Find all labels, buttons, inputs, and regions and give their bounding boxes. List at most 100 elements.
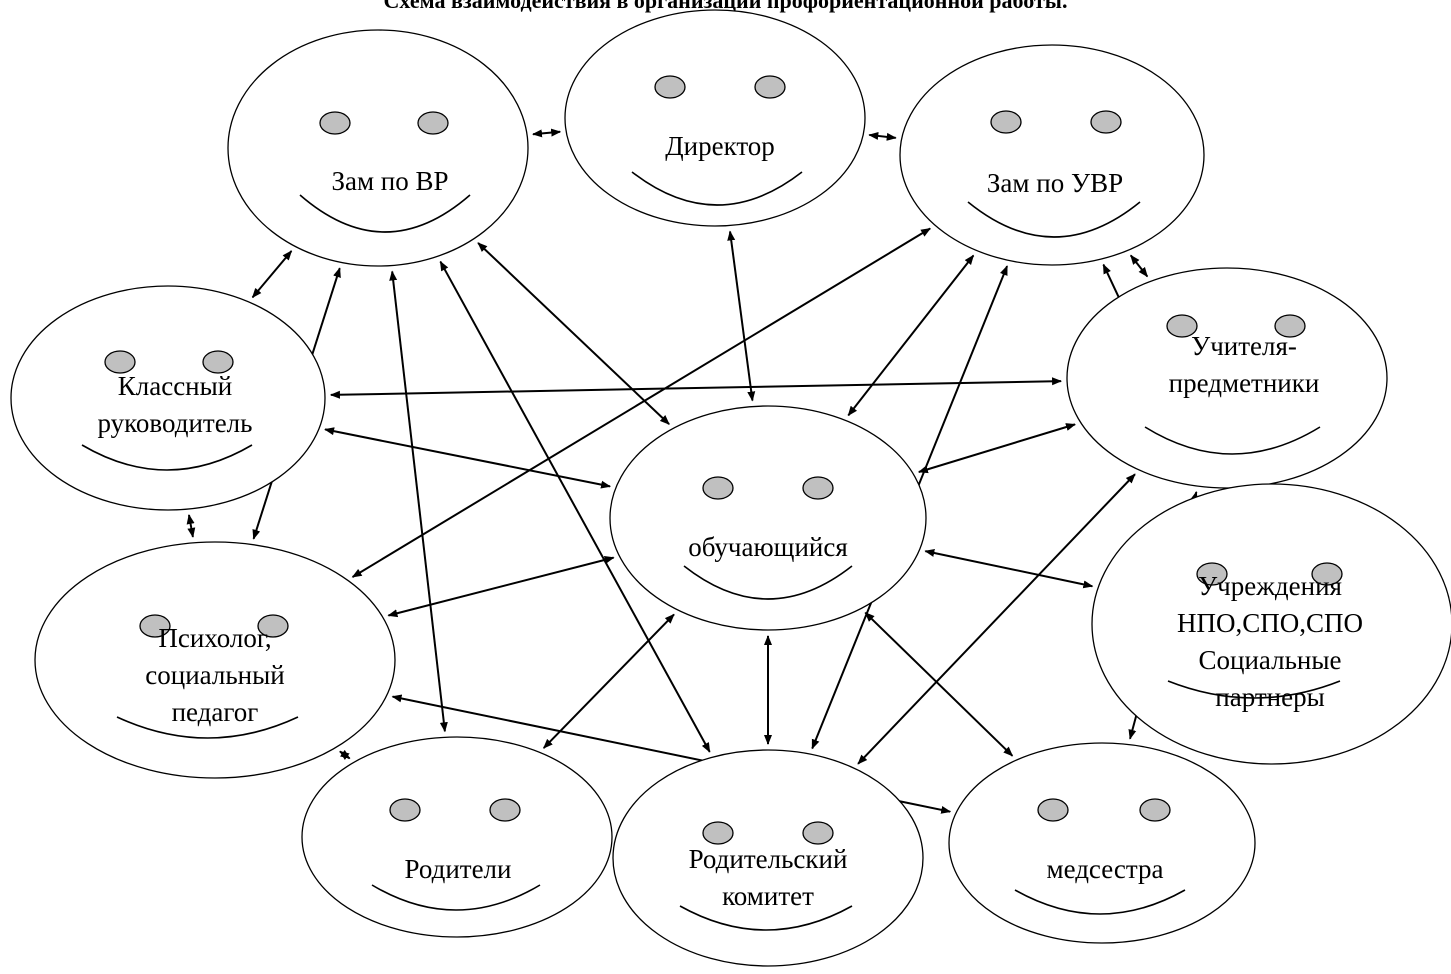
left-eye-icon (104, 350, 136, 374)
face-circle (609, 405, 927, 631)
face-circle (10, 285, 326, 511)
arrow-zam_uvr-student (847, 254, 975, 417)
left-eye-icon (654, 75, 686, 99)
smile-icon (1014, 889, 1186, 915)
node-label-line: Родительский (689, 844, 848, 874)
node-label-line: социальный (145, 660, 284, 690)
face-circle (948, 742, 1256, 944)
node-label-line: Родители (405, 854, 512, 884)
node-medsestra: медсестра (948, 742, 1256, 944)
smile-icon (967, 201, 1141, 238)
node-label: Учителя-предметники (1169, 331, 1320, 398)
node-label-line: предметники (1169, 368, 1320, 398)
face-circle (34, 541, 396, 779)
arrow-uchitelya-student (917, 423, 1076, 474)
right-eye-icon (1311, 562, 1343, 586)
left-eye-icon (1037, 798, 1069, 822)
node-label: Родители (405, 854, 512, 884)
node-label-line: педагог (172, 697, 259, 727)
smile-icon (116, 716, 299, 739)
arrow-student-roditeli (542, 613, 675, 749)
node-label-line: медсестра (1046, 854, 1163, 884)
node-uchitelya: Учителя-предметники (1066, 267, 1388, 489)
right-eye-icon (802, 821, 834, 845)
arrow-zam_uvr-uchitelya (1129, 254, 1149, 278)
smile-icon (631, 171, 803, 206)
face-circle (899, 44, 1205, 266)
node-label-line: Классный (118, 371, 232, 401)
face-circle (227, 29, 529, 267)
node-label-line: Учителя- (1191, 331, 1297, 361)
face-circle (1091, 483, 1451, 765)
arrow-director-student (727, 230, 756, 402)
smile-icon (81, 444, 253, 471)
node-director: Директор (564, 9, 866, 227)
node-label-line: Учреждения (1198, 571, 1342, 601)
left-eye-icon (139, 614, 171, 638)
arrow-student-medsestra (864, 611, 1014, 757)
left-eye-icon (389, 798, 421, 822)
node-label-line: руководитель (98, 408, 253, 438)
right-eye-icon (417, 111, 449, 135)
smile-icon (679, 905, 853, 931)
right-eye-icon (1274, 314, 1306, 338)
arrow-klass-uchitelya (329, 377, 1063, 399)
arrow-zam_vr-klass (251, 250, 293, 299)
node-komitet: Родительский комитет (612, 749, 924, 967)
arrow-klass-student (324, 427, 612, 489)
left-eye-icon (702, 476, 734, 500)
arrow-director-zam_uvr (868, 131, 897, 141)
left-eye-icon (990, 110, 1022, 134)
left-eye-icon (1166, 314, 1198, 338)
node-label-line: НПО,СПО,СПО (1177, 608, 1363, 638)
smile-icon (299, 194, 471, 233)
right-eye-icon (1090, 110, 1122, 134)
node-label-line: Зам по УВР (987, 168, 1123, 198)
face-circle (301, 736, 613, 938)
node-label: медсестра (1046, 854, 1163, 884)
node-label: Зам по УВР (987, 168, 1123, 198)
node-label-line: обучающийся (688, 532, 848, 562)
node-label: обучающийся (688, 532, 848, 562)
right-eye-icon (1139, 798, 1171, 822)
arrow-student-uchrezhdeniya (924, 549, 1094, 589)
right-eye-icon (202, 350, 234, 374)
node-klass: Классный руководитель (10, 285, 326, 511)
node-label: Директор (665, 131, 775, 161)
left-eye-icon (319, 111, 351, 135)
arrow-student-psiholog (387, 556, 615, 618)
node-label-line: Директор (665, 131, 775, 161)
smile-icon (1167, 680, 1341, 699)
right-eye-icon (489, 798, 521, 822)
left-eye-icon (1196, 562, 1228, 586)
node-label-line: комитет (722, 881, 814, 911)
node-student: обучающийся (609, 405, 927, 631)
node-label: Классный руководитель (98, 371, 253, 438)
arrow-klass-psiholog (186, 514, 196, 538)
arrow-psiholog-roditeli (339, 749, 351, 760)
right-eye-icon (257, 614, 289, 638)
node-label: Психолог, социальный педагог (145, 623, 284, 727)
diagram-title: Схема взаимодействия в организации профо… (383, 0, 1068, 13)
node-label-line: Зам по ВР (331, 166, 448, 196)
node-label-line: Социальные (1199, 645, 1342, 675)
left-eye-icon (702, 821, 734, 845)
node-zam_vr: Зам по ВР (227, 29, 529, 267)
arrow-zam_vr-student (477, 242, 670, 425)
node-psiholog: Психолог, социальный педагог (34, 541, 396, 779)
node-label: Зам по ВР (331, 166, 448, 196)
arrow-zam_vr-director (532, 128, 562, 138)
arrow-zam_vr-roditeli (389, 270, 448, 733)
node-zam_uvr: Зам по УВР (899, 44, 1205, 266)
smile-icon (1144, 426, 1321, 455)
node-label: Родительский комитет (689, 844, 848, 911)
right-eye-icon (802, 476, 834, 500)
face-circle (564, 9, 866, 227)
node-roditeli: Родители (301, 736, 613, 938)
right-eye-icon (754, 75, 786, 99)
node-label-line: партнеры (1215, 682, 1324, 712)
node-label-line: Психолог, (158, 623, 271, 653)
